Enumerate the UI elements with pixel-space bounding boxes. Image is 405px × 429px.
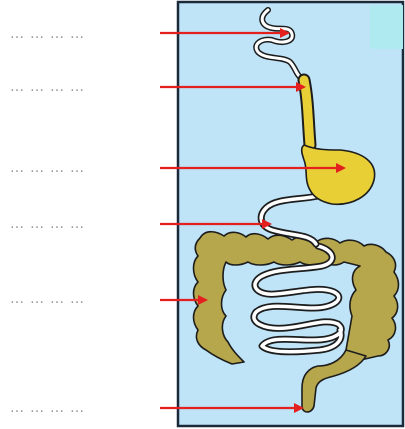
- label-slot-stomach: …………: [10, 160, 90, 176]
- label-placeholders: ………… ………… ………… ………… ………… …………: [10, 26, 90, 416]
- oesophagus: [304, 80, 310, 145]
- label-slot-duodenum: …………: [10, 216, 90, 232]
- label-slot-oesophagus: …………: [10, 79, 90, 95]
- label-slot-mouth: …………: [10, 26, 90, 42]
- label-slot-large-intestine: …………: [10, 291, 90, 307]
- label-slot-rectum: …………: [10, 400, 90, 416]
- panel-corner-accent: [370, 5, 403, 49]
